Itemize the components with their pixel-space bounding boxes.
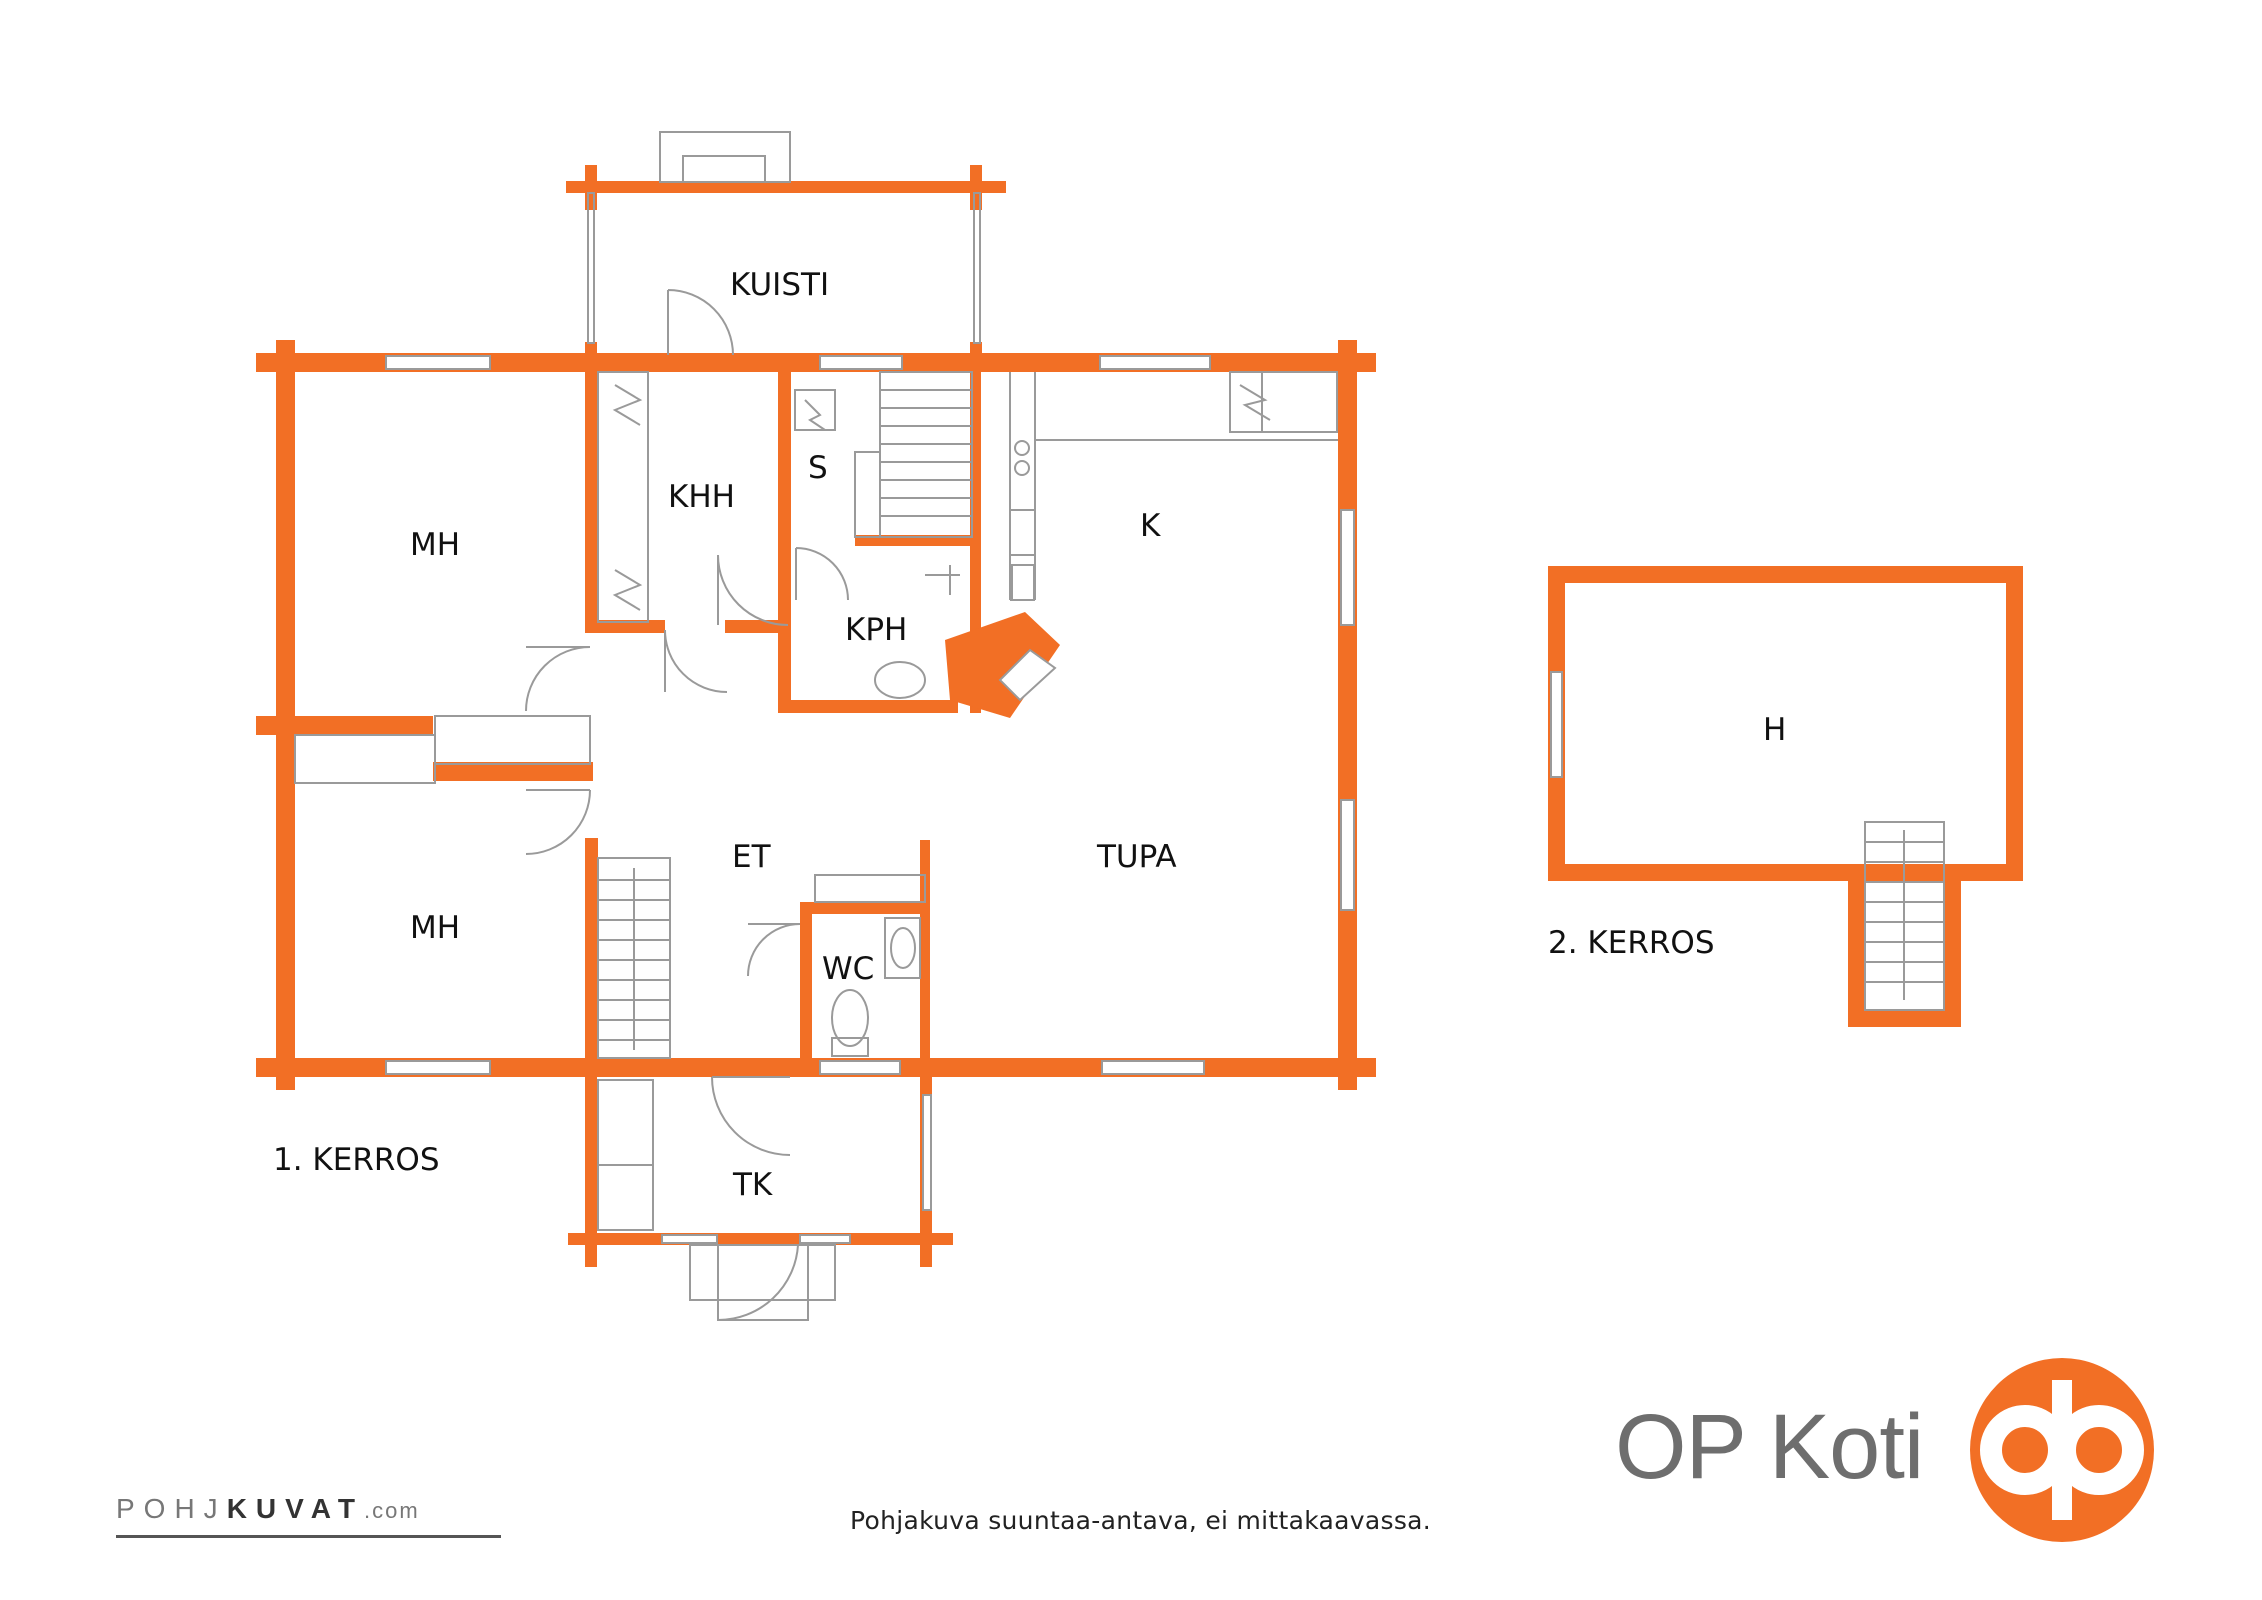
- room-label-kuisti: KUISTI: [730, 267, 829, 303]
- windows: [385, 355, 1355, 1075]
- watermark-underline: [116, 1535, 501, 1538]
- disclaimer-text: Pohjakuva suuntaa-antava, ei mittakaavas…: [850, 1506, 1432, 1535]
- room-label-wc: WC: [822, 951, 874, 987]
- watermark-part-a: POHJ: [116, 1493, 227, 1524]
- floor-label-second: 2. KERROS: [1548, 925, 1715, 961]
- room-label-mh-bottom: MH: [410, 910, 460, 946]
- watermark-part-b: KUVAT: [226, 1493, 364, 1524]
- op-logo-icon: [1970, 1358, 2154, 1542]
- room-label-khh: KHH: [668, 479, 735, 515]
- room-label-k: K: [1140, 508, 1161, 544]
- second-floor: [1548, 566, 2023, 1027]
- room-label-mh-top: MH: [410, 527, 460, 563]
- room-label-tupa: TUPA: [1096, 839, 1177, 875]
- fixtures: [294, 371, 1338, 1059]
- entrance-tk: [568, 1077, 953, 1322]
- doors: [525, 547, 849, 1156]
- room-label-s: S: [808, 450, 828, 486]
- room-label-tk: TK: [732, 1167, 773, 1203]
- room-label-h: H: [1763, 712, 1786, 748]
- pohjakuvat-watermark: POHJKUVAT.com: [116, 1493, 420, 1525]
- room-label-kph: KPH: [845, 612, 907, 648]
- floor-label-first: 1. KERROS: [273, 1142, 440, 1178]
- brand-name: OP Koti: [1615, 1396, 1924, 1498]
- room-label-et: ET: [732, 839, 772, 875]
- porch-kuisti: [566, 131, 1006, 367]
- watermark-part-c: .com: [363, 1498, 420, 1523]
